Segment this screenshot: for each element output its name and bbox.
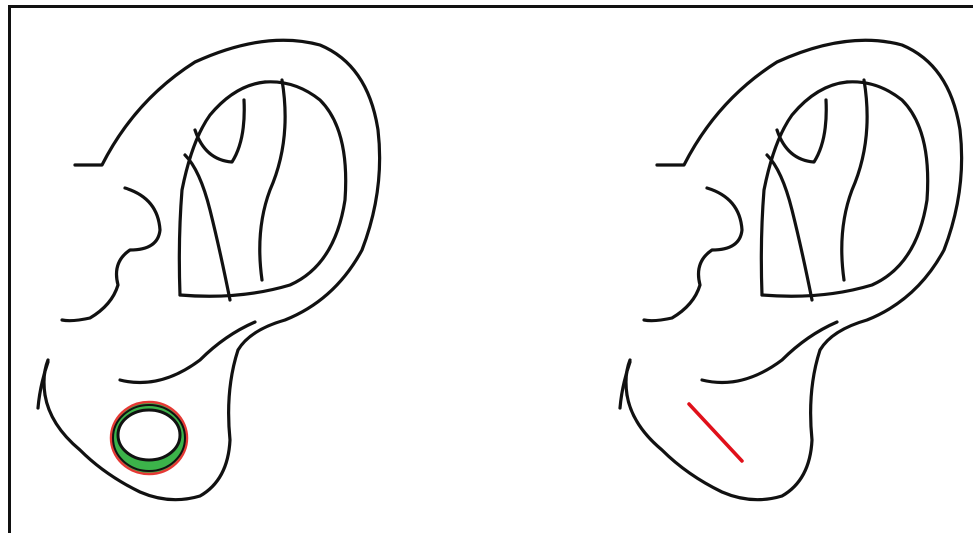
right-ear-illustration xyxy=(620,40,962,499)
lobe-hole-marker xyxy=(111,402,187,474)
left-ear-illustration xyxy=(38,40,380,499)
lobe-incision-marker xyxy=(689,404,742,461)
